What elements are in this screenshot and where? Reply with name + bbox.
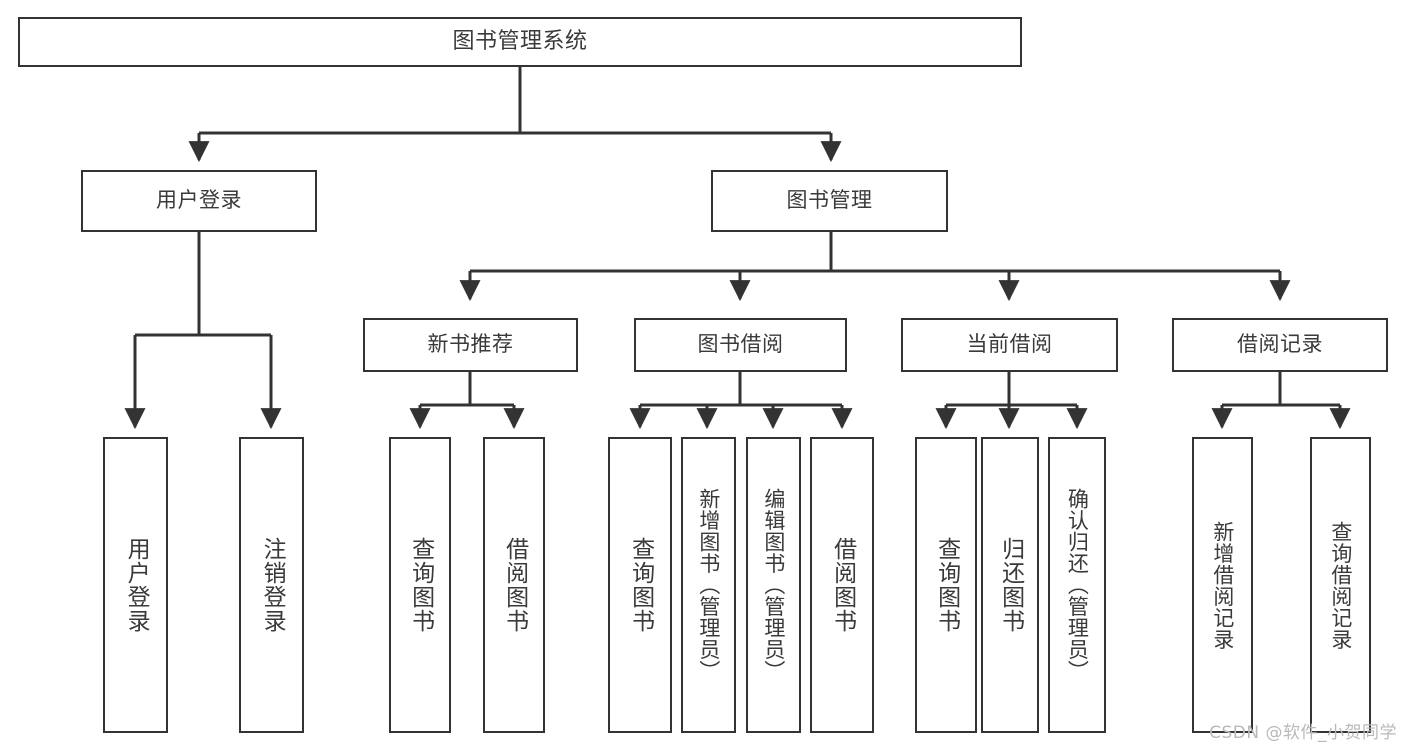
leaf-current-borrow-return-book[interactable]: 归还图书	[981, 437, 1039, 733]
node-label: 查询图书	[933, 537, 960, 633]
leaf-new-book-query-book[interactable]: 查询图书	[389, 437, 451, 733]
node-book-borrow[interactable]: 图书借阅	[634, 318, 847, 372]
node-label: 注销登录	[259, 537, 286, 633]
node-new-book-recommend[interactable]: 新书推荐	[363, 318, 578, 372]
node-label: 当前借阅	[966, 332, 1053, 357]
node-label: 新增图书（管理员）	[696, 488, 721, 682]
node-label: 查询图书	[407, 537, 434, 633]
node-root-system[interactable]: 图书管理系统	[18, 17, 1022, 67]
leaf-current-borrow-confirm-return-admin[interactable]: 确认归还（管理员）	[1048, 437, 1106, 733]
node-current-borrow[interactable]: 当前借阅	[901, 318, 1118, 372]
node-label: 用户登录	[156, 188, 242, 213]
leaf-book-borrow-edit-book-admin[interactable]: 编辑图书（管理员）	[746, 437, 801, 733]
node-label: 新书推荐	[427, 332, 514, 357]
node-borrow-records[interactable]: 借阅记录	[1172, 318, 1388, 372]
node-label: 借阅图书	[829, 537, 856, 633]
leaf-borrow-records-query-record[interactable]: 查询借阅记录	[1310, 437, 1371, 733]
leaf-book-borrow-query-book[interactable]: 查询图书	[608, 437, 672, 733]
leaf-current-borrow-query-book[interactable]: 查询图书	[915, 437, 977, 733]
watermark-text: CSDN @软件_小贺同学	[1209, 723, 1397, 743]
leaf-borrow-records-add-record[interactable]: 新增借阅记录	[1192, 437, 1253, 733]
node-label: 用户登录	[123, 537, 150, 633]
node-label: 编辑图书（管理员）	[761, 488, 786, 682]
node-label: 图书管理系统	[452, 28, 588, 54]
leaf-user-login-login[interactable]: 用户登录	[103, 437, 168, 733]
node-label: 确认归还（管理员）	[1065, 488, 1090, 682]
node-label: 图书管理	[786, 188, 873, 213]
node-label: 查询图书	[627, 537, 654, 633]
node-label: 图书借阅	[697, 332, 784, 357]
node-label: 借阅图书	[501, 537, 528, 633]
leaf-book-borrow-borrow-book[interactable]: 借阅图书	[810, 437, 874, 733]
node-label: 归还图书	[997, 537, 1024, 633]
leaf-book-borrow-add-book-admin[interactable]: 新增图书（管理员）	[681, 437, 736, 733]
node-label: 查询借阅记录	[1328, 520, 1353, 650]
leaf-new-book-borrow-book[interactable]: 借阅图书	[483, 437, 545, 733]
node-user-login[interactable]: 用户登录	[81, 170, 317, 232]
leaf-user-login-logout[interactable]: 注销登录	[239, 437, 304, 733]
node-label: 新增借阅记录	[1210, 520, 1235, 650]
node-book-management[interactable]: 图书管理	[711, 170, 948, 232]
node-label: 借阅记录	[1237, 332, 1323, 357]
